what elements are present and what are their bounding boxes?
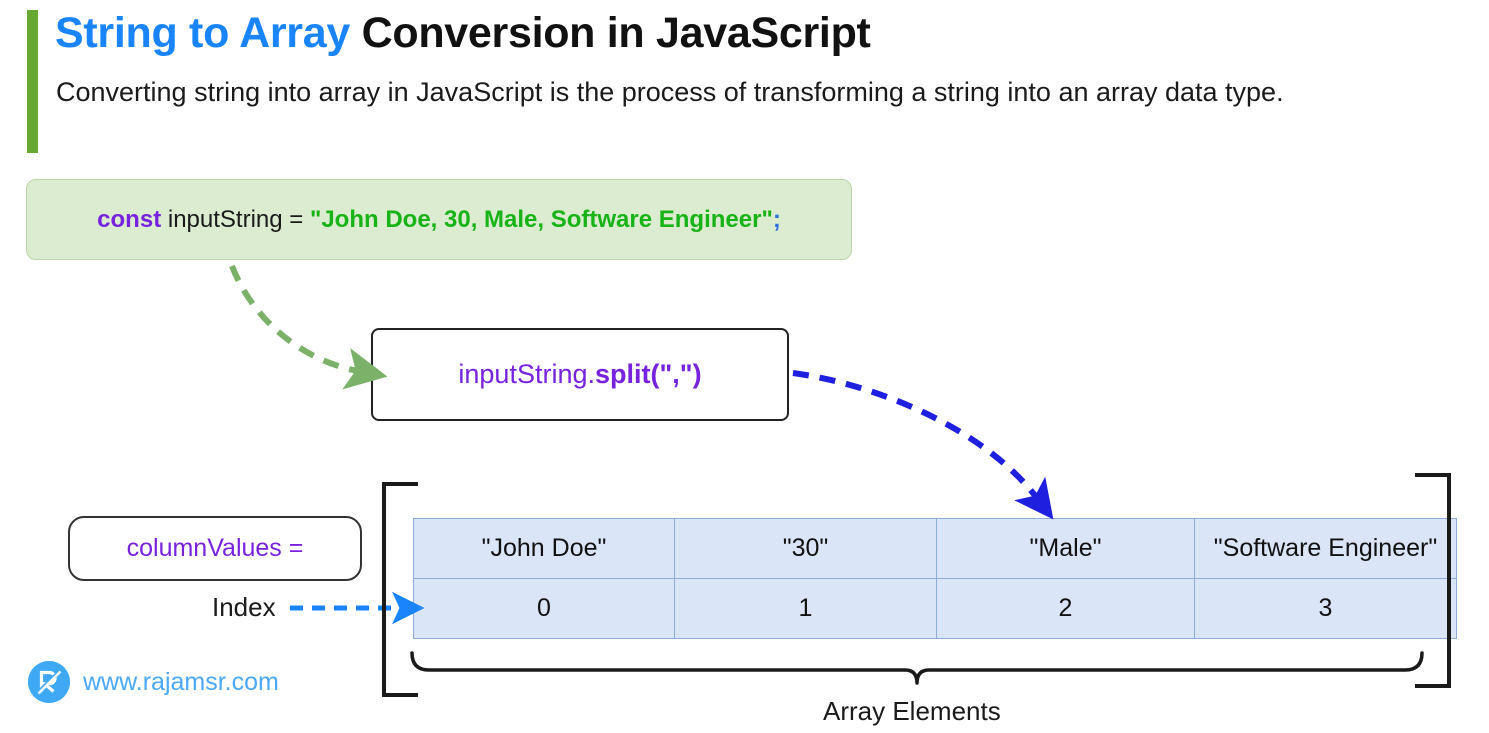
- title-accent-bar: [27, 10, 38, 153]
- split-prefix: inputString.: [458, 359, 595, 389]
- table-cell-index-0: 0: [413, 578, 675, 639]
- green-dashed-arrow: [229, 264, 388, 390]
- table-cell-index-2: 2: [936, 578, 1195, 639]
- array-elements-caption: Array Elements: [823, 696, 1001, 726]
- page-title: String to Array Conversion in JavaScript: [55, 8, 871, 60]
- code-block: const inputString = "John Doe, 30, Male,…: [26, 179, 852, 260]
- table-cell-index-3: 3: [1194, 578, 1457, 639]
- page-title-highlight: String to Array: [55, 9, 350, 57]
- code-operator: =: [289, 205, 310, 233]
- split-method-box: inputString.split(","): [371, 328, 789, 421]
- page-subtitle: Converting string into array in JavaScri…: [56, 77, 1284, 107]
- table-cell-value-2: "Male": [936, 518, 1195, 579]
- brand-url: www.rajamsr.com: [83, 667, 279, 696]
- array-elements-brace: [410, 651, 1424, 685]
- column-values-text: columnValues =: [126, 534, 304, 562]
- rajamsr-logo-icon: [28, 661, 70, 703]
- code-string-literal: "John Doe, 30, Male, Software Engineer": [309, 205, 773, 233]
- split-method-name: split(","): [595, 359, 702, 389]
- code-semicolon: ;: [772, 205, 781, 233]
- split-method-text: inputString.split(","): [458, 359, 701, 390]
- code-line: const inputString = "John Doe, 30, Male,…: [97, 206, 781, 234]
- table-cell-value-3: "Software Engineer": [1194, 518, 1457, 579]
- table-row-index: 0 1 2 3: [413, 578, 1457, 639]
- array-elements-table: "John Doe" "30" "Male" "Software Enginee…: [413, 518, 1457, 639]
- table-cell-value-1: "30": [674, 518, 937, 579]
- code-keyword: const: [97, 205, 162, 233]
- table-cell-value-0: "John Doe": [413, 518, 675, 579]
- blue-dashed-arrow: [792, 370, 1054, 520]
- column-values-label-box: columnValues =: [68, 516, 362, 581]
- table-row-values: "John Doe" "30" "Male" "Software Enginee…: [413, 518, 1457, 579]
- index-label: Index: [212, 592, 276, 622]
- code-identifier: inputString: [161, 205, 290, 233]
- table-cell-index-1: 1: [674, 578, 937, 639]
- page-title-rest: Conversion in JavaScript: [349, 9, 871, 57]
- brand-footer: www.rajamsr.com: [28, 661, 279, 703]
